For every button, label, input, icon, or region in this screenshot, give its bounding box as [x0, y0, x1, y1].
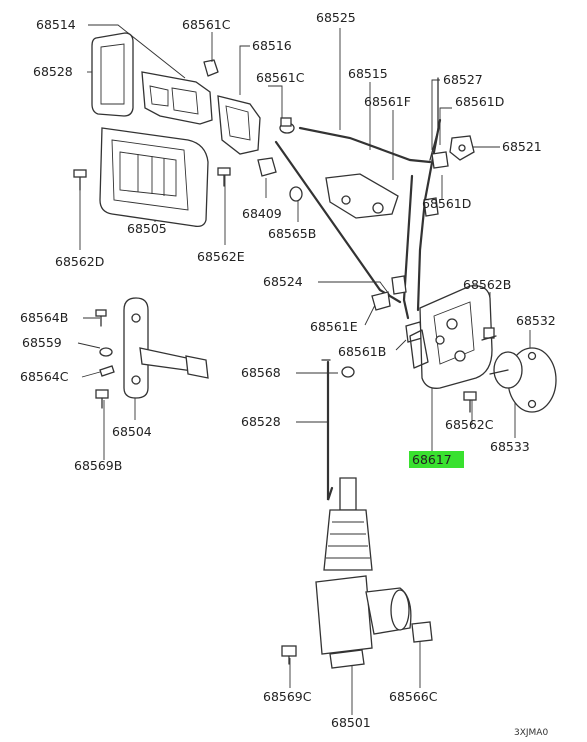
label-68409: 68409 — [242, 206, 282, 221]
handle-cover-part — [91, 32, 134, 117]
label-68566c: 68566C — [389, 689, 438, 704]
screw-68562d-part — [73, 169, 87, 191]
label-68561c-b: 68561C — [256, 70, 305, 85]
label-68561d-a: 68561D — [455, 94, 504, 109]
clip-68561c-part — [279, 117, 295, 134]
clip-68521-part — [449, 135, 475, 161]
label-68525: 68525 — [316, 10, 356, 25]
label-68504: 68504 — [112, 424, 152, 439]
label-68532: 68532 — [516, 313, 556, 328]
lock-bracket-part — [325, 173, 399, 219]
label-68569b: 68569B — [74, 458, 122, 473]
label-68528-mid: 68528 — [241, 414, 281, 429]
label-68562d: 68562D — [55, 254, 104, 269]
clip-68561e-part — [371, 275, 407, 311]
label-68562b: 68562B — [463, 277, 511, 292]
escutcheon-part — [99, 127, 209, 228]
label-68561b: 68561B — [338, 344, 386, 359]
label-68565b: 68565B — [268, 226, 316, 241]
washer-68559-part — [99, 347, 113, 357]
label-68561f: 68561F — [364, 94, 411, 109]
label-68533: 68533 — [490, 439, 530, 454]
diagram-code: 3XJMA0 — [514, 728, 548, 738]
screw-68562c-part — [463, 391, 477, 413]
label-68561d-b: 68561D — [422, 196, 471, 211]
striker-plate-part — [489, 347, 557, 413]
label-68562c: 68562C — [445, 417, 494, 432]
label-68568: 68568 — [241, 365, 281, 380]
label-68505: 68505 — [127, 221, 167, 236]
label-68514: 68514 — [36, 17, 76, 32]
label-68564c: 68564C — [20, 369, 69, 384]
door-lock-actuator-part — [315, 477, 412, 669]
label-68561e: 68561E — [310, 319, 358, 334]
bolt-68564c-part — [99, 365, 115, 377]
bolt-68569c-part — [281, 645, 297, 665]
clip-68561b-part — [405, 321, 423, 343]
clip-68561d-part — [423, 151, 449, 217]
screw-68562b-part — [481, 327, 497, 341]
clip-68409-part — [257, 157, 277, 177]
screw-68562e-part — [217, 167, 231, 187]
grommet-68568-part — [321, 359, 355, 378]
label-68617-highlighted: 68617 — [412, 452, 452, 467]
label-68559: 68559 — [22, 335, 62, 350]
label-68561c-a: 68561C — [182, 17, 231, 32]
label-68562e: 68562E — [197, 249, 245, 264]
bolt-68569b-part — [95, 389, 109, 409]
part-labels: 68514 68528 68561C 68516 68525 68561C 68… — [20, 10, 556, 738]
handle-bracket-part — [203, 59, 261, 155]
label-68515: 68515 — [348, 66, 388, 81]
label-68501: 68501 — [331, 715, 371, 730]
label-68564b: 68564B — [20, 310, 68, 325]
grommet-68565b-part — [289, 186, 303, 202]
label-68528-top: 68528 — [33, 64, 73, 79]
link-68527-part — [429, 77, 439, 161]
clip-68566c-part — [411, 621, 433, 643]
label-68524: 68524 — [263, 274, 303, 289]
label-68527: 68527 — [443, 72, 483, 87]
label-68521: 68521 — [502, 139, 542, 154]
bolt-68564b-part — [95, 309, 107, 327]
label-68569c: 68569C — [263, 689, 312, 704]
inside-handle-lever-part — [141, 71, 213, 125]
door-latch-part — [409, 285, 493, 389]
label-68516: 68516 — [252, 38, 292, 53]
highlight-box — [409, 451, 464, 468]
door-check-part — [123, 297, 209, 399]
